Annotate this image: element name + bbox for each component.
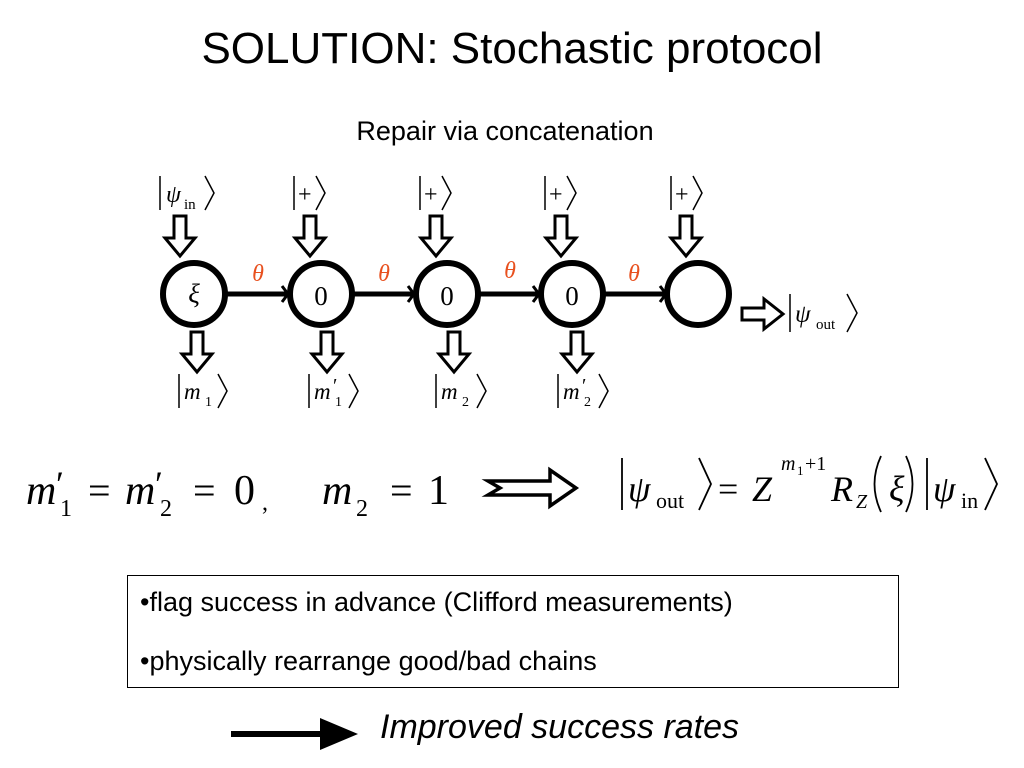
svg-text:=: = <box>390 468 413 513</box>
chain-nodes <box>160 260 732 328</box>
bullet-box: •flag success in advance (Clifford measu… <box>127 575 899 688</box>
theta-label: θ <box>252 261 264 287</box>
svg-text:2: 2 <box>356 496 368 522</box>
down-arrow-icon <box>180 330 214 374</box>
input-ket-plus: + <box>419 175 452 211</box>
svg-text:m: m <box>781 453 795 475</box>
svg-text:1: 1 <box>335 395 342 410</box>
svg-text:ψ: ψ <box>628 469 651 509</box>
node-1 <box>160 260 228 328</box>
input-ket-plus: + <box>670 175 703 211</box>
input-ket-plus: + <box>544 175 577 211</box>
bullet-item: •physically rearrange good/bad chains <box>140 646 597 676</box>
svg-text:′: ′ <box>155 464 163 504</box>
node-label-zero: 0 <box>314 281 328 311</box>
node-label-xi: ξ <box>188 279 200 309</box>
conclusion-text: Improved success rates <box>380 708 740 746</box>
down-arrow-icon <box>437 330 471 374</box>
theta-label: θ <box>504 258 516 284</box>
svg-text:in: in <box>184 197 196 213</box>
svg-text:m: m <box>322 468 352 514</box>
svg-text:′: ′ <box>56 464 64 504</box>
svg-text:m: m <box>26 468 56 514</box>
svg-text:Z: Z <box>752 469 773 509</box>
output-ket-m1-prime: m ′ 1 <box>308 373 359 410</box>
output-ket-m2: m 2 <box>435 373 487 410</box>
output-ket-m1: m 1 <box>178 373 228 410</box>
output-arrows <box>180 330 594 374</box>
down-arrow-icon <box>293 214 327 258</box>
svg-text:Z: Z <box>856 491 868 513</box>
down-arrow-icon <box>310 330 344 374</box>
svg-text:m: m <box>314 379 331 404</box>
svg-text:′: ′ <box>582 375 586 397</box>
bullet-item: •flag success in advance (Clifford measu… <box>140 587 733 617</box>
node-4 <box>538 260 606 328</box>
svg-text:ψ: ψ <box>795 301 811 328</box>
output-ket-psi-out: ψ out <box>789 293 858 333</box>
svg-text:ψ: ψ <box>933 469 956 509</box>
svg-text:′: ′ <box>333 375 337 397</box>
down-arrow-icon <box>163 214 197 258</box>
svg-text:m: m <box>563 379 580 404</box>
implies-arrow-icon <box>481 466 580 510</box>
node-3 <box>413 260 481 328</box>
svg-text:=: = <box>88 468 111 513</box>
down-arrow-icon <box>544 214 578 258</box>
output-ket-m2-prime: m ′ 2 <box>557 373 609 410</box>
svg-text:1: 1 <box>60 496 72 522</box>
node-label-zero: 0 <box>565 281 579 311</box>
svg-text:+: + <box>675 182 689 208</box>
svg-text:ψ: ψ <box>166 182 182 208</box>
svg-text:in: in <box>961 488 978 513</box>
svg-text:out: out <box>816 317 836 333</box>
svg-text:m: m <box>184 379 201 404</box>
input-arrows <box>163 214 703 258</box>
svg-text:2: 2 <box>584 395 591 410</box>
right-arrow-icon <box>740 295 786 333</box>
node-label-zero: 0 <box>440 281 454 311</box>
svg-text:out: out <box>656 488 684 513</box>
svg-text:m: m <box>125 468 155 514</box>
svg-text:=: = <box>718 469 738 509</box>
node-5 <box>664 260 732 328</box>
result-equation: ψ out = Z m 1 +1 R Z ξ ψ in <box>621 453 998 513</box>
svg-text:2: 2 <box>160 496 172 522</box>
svg-text:0: 0 <box>234 468 255 514</box>
svg-text:+: + <box>549 182 563 208</box>
svg-text:=: = <box>193 468 216 513</box>
input-ket-plus: + <box>293 175 326 211</box>
condition-equation: m ′ 1 = m ′ 2 = 0 , m 2 = 1 <box>26 464 449 522</box>
down-arrow-icon <box>419 214 453 258</box>
svg-text:1: 1 <box>205 395 212 410</box>
svg-text:ξ: ξ <box>889 469 905 509</box>
svg-text:R: R <box>830 469 853 509</box>
slide-title: SOLUTION: Stochastic protocol <box>201 24 823 73</box>
svg-text:1: 1 <box>797 463 804 478</box>
svg-text:+1: +1 <box>805 453 826 475</box>
svg-text:,: , <box>262 490 268 516</box>
conclusion-arrow-icon <box>231 718 358 750</box>
theta-label: θ <box>628 261 640 287</box>
down-arrow-icon <box>560 330 594 374</box>
down-arrow-icon <box>669 214 703 258</box>
svg-text:m: m <box>441 379 458 404</box>
node-2 <box>287 260 355 328</box>
input-ket-psi-in: ψ in <box>159 175 215 213</box>
svg-text:1: 1 <box>428 468 449 514</box>
theta-label: θ <box>378 261 390 287</box>
svg-text:+: + <box>424 182 438 208</box>
svg-text:2: 2 <box>462 395 469 410</box>
slide-subtitle: Repair via concatenation <box>356 116 654 146</box>
svg-text:+: + <box>298 182 312 208</box>
